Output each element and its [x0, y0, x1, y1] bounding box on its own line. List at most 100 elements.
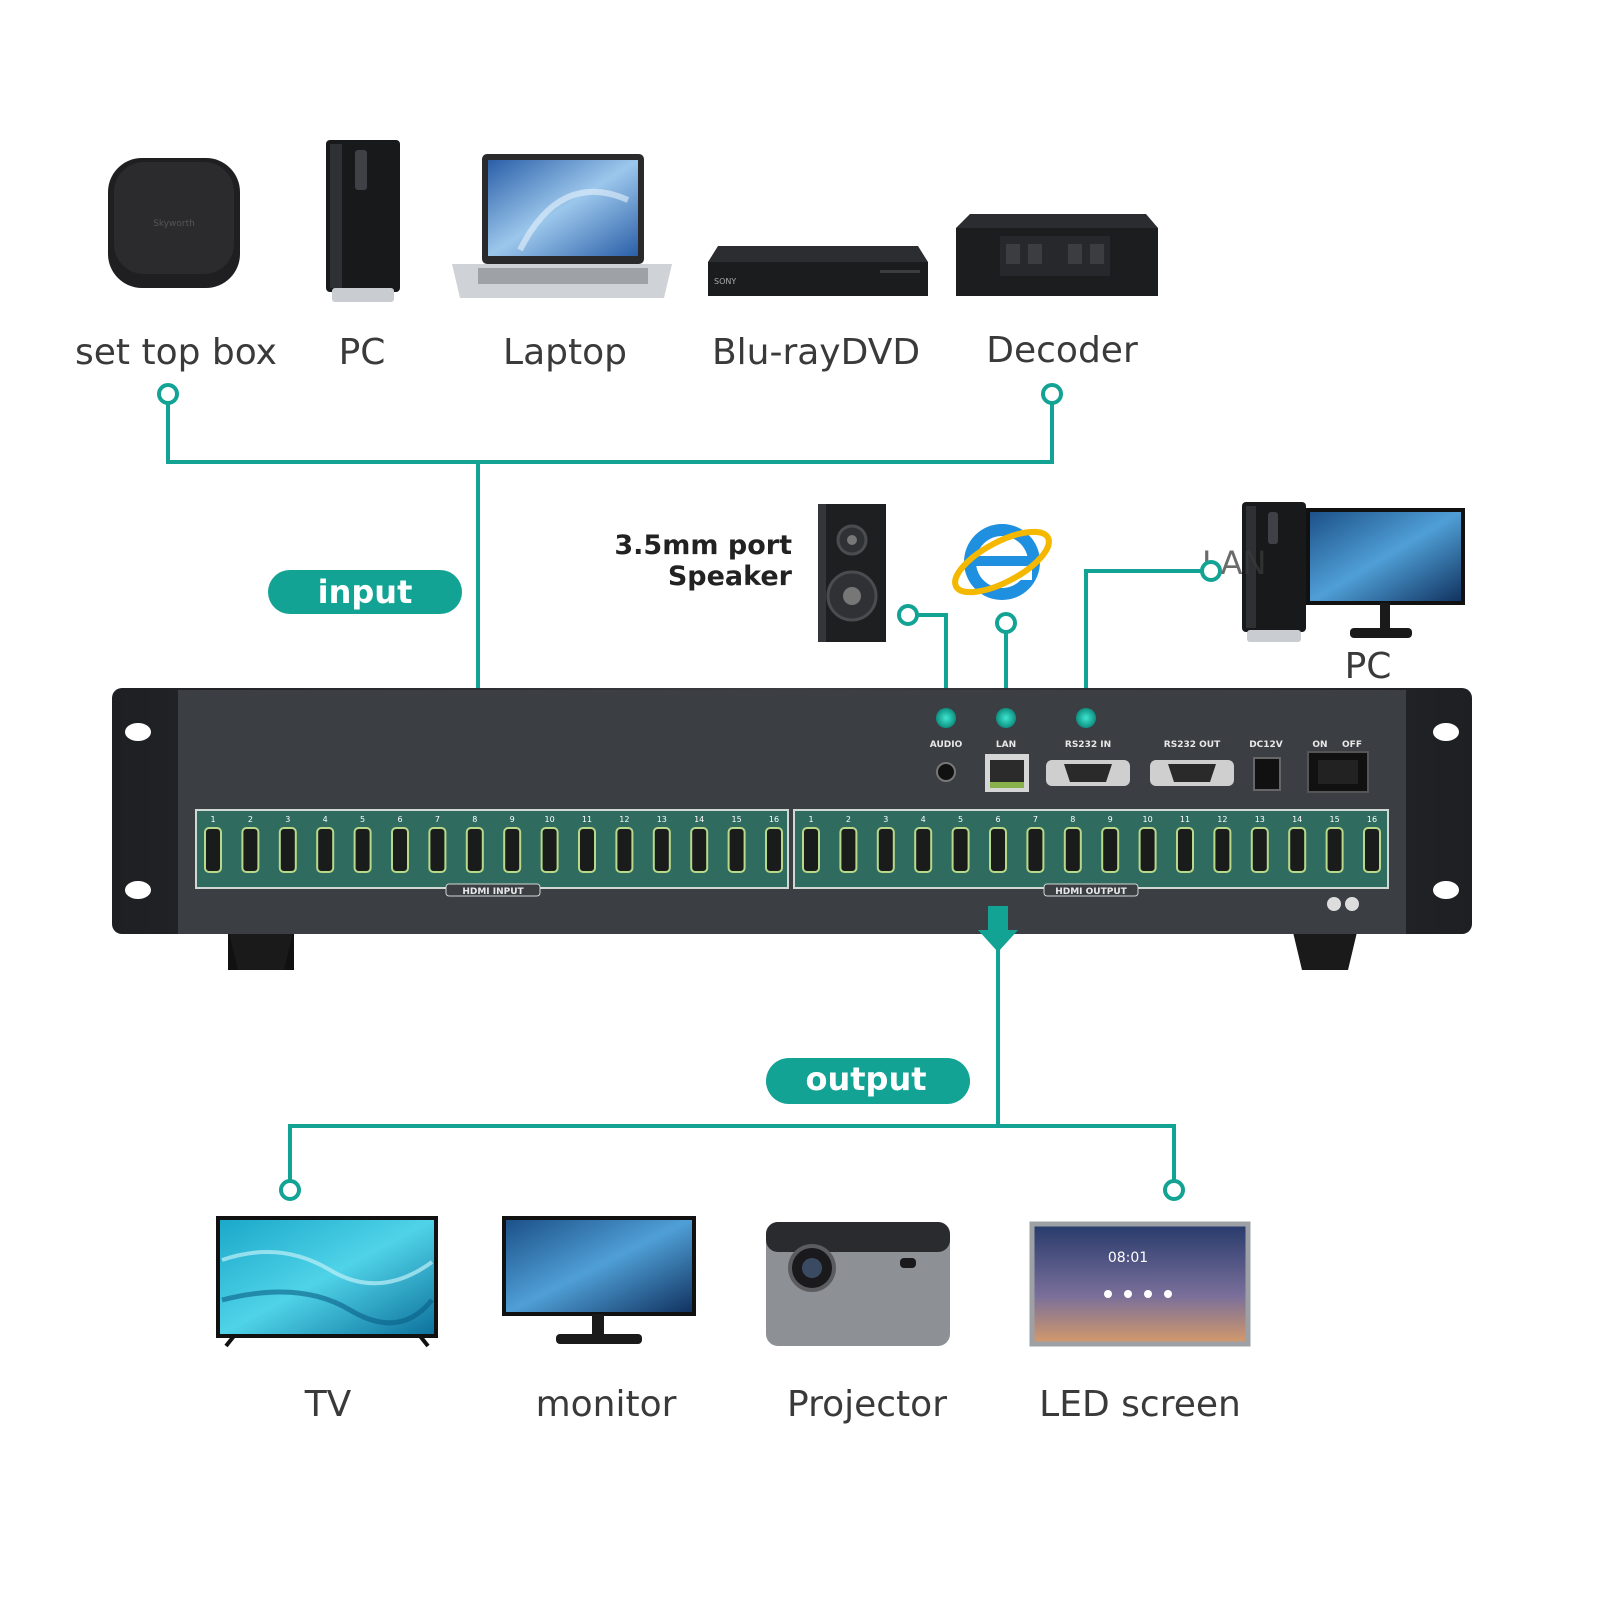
hdmi-input-port-number: 13	[657, 815, 667, 824]
pc-label: PC	[1345, 646, 1392, 687]
hdmi-output-port	[1363, 827, 1381, 873]
hdmi-output-port-number: 2	[846, 815, 851, 824]
hdmi-output-port	[951, 827, 970, 873]
hdmi-input-port-number: 11	[582, 815, 592, 824]
hdmi-output-port-number: 11	[1180, 815, 1190, 824]
hdmi-output-port-number: 6	[995, 815, 1000, 824]
output-label-tv: TV	[304, 1384, 352, 1425]
hdmi-input-port	[727, 827, 746, 873]
speaker-label-line2: Speaker	[668, 561, 793, 592]
rs232-in-connector	[1046, 760, 1130, 786]
hdmi-output-port	[876, 827, 895, 873]
rs232-in-port-indicator	[1076, 708, 1096, 728]
set-top-box-icon: Skyworth	[108, 158, 240, 288]
hdmi-input-port-number: 7	[435, 815, 440, 824]
rs232-in-label: RS232 IN	[1065, 740, 1111, 750]
hdmi-input-port	[204, 827, 222, 873]
input-label-decoder: Decoder	[986, 330, 1138, 371]
pc-with-monitor-icon	[1242, 502, 1465, 642]
hdmi-input-port-number: 16	[769, 815, 779, 824]
monitor-icon	[502, 1216, 696, 1344]
hdmi-output-tag: HDMI OUTPUT	[1043, 883, 1139, 897]
rs232-out-connector	[1150, 760, 1234, 786]
hdmi-input-port	[278, 827, 297, 873]
power-on-label: ON	[1312, 740, 1327, 750]
input-label-laptop: Laptop	[503, 332, 627, 373]
hdmi-output-port	[802, 827, 820, 873]
hdmi-output-port	[1288, 827, 1307, 873]
lan-port-indicator	[996, 708, 1016, 728]
hdmi-input-port-number: 4	[323, 815, 328, 824]
hdmi-input-port-number: 10	[545, 815, 555, 824]
hdmi-input-port	[503, 827, 522, 873]
hdmi-input-port	[353, 827, 372, 873]
hdmi-output-port	[839, 827, 858, 873]
speaker-label-line1: 3.5mm port	[614, 530, 792, 561]
hdmi-input-port	[540, 827, 559, 873]
hdmi-input-port	[241, 827, 260, 873]
hdmi-input-port-number: 2	[248, 815, 253, 824]
hdmi-input-port	[465, 827, 484, 873]
hdmi-output-port-number: 10	[1143, 815, 1153, 824]
hdmi-input-port-number: 3	[285, 815, 290, 824]
hdmi-output-port-number: 8	[1070, 815, 1075, 824]
laptop-icon	[452, 154, 672, 298]
audio-port-label: AUDIO	[930, 740, 963, 750]
output-label-led-screen: LED screen	[1039, 1384, 1241, 1425]
hdmi-input-port-number: 1	[210, 815, 215, 824]
hdmi-input-label: HDMI INPUT	[462, 887, 524, 897]
audio-port-indicator	[936, 708, 956, 728]
tv-icon	[216, 1216, 438, 1348]
hdmi-input-port-number: 12	[619, 815, 629, 824]
hdmi-output-port-number: 5	[958, 815, 963, 824]
hdmi-output-port	[1176, 827, 1194, 873]
hdmi-input-tag: HDMI INPUT	[445, 883, 541, 897]
power-switch	[1307, 751, 1369, 793]
hdmi-output-port	[989, 827, 1007, 873]
dc-power-jack	[1253, 757, 1281, 791]
hdmi-output-port-number: 13	[1255, 815, 1265, 824]
hdmi-input-port	[316, 827, 335, 873]
bluray-player-icon: SONY	[708, 246, 928, 296]
hdmi-output-port-number: 3	[883, 815, 888, 824]
peripheral-connector-lines	[897, 560, 1222, 716]
led-screen-icon: 08:01	[1029, 1221, 1251, 1347]
input-label-pc: PC	[339, 332, 386, 373]
hdmi-output-port-number: 9	[1108, 815, 1113, 824]
speaker-icon	[818, 504, 886, 642]
hdmi-output-port	[1325, 827, 1344, 873]
input-badge-text: input	[318, 573, 413, 611]
input-label-set-top-box: set top box	[75, 332, 277, 373]
hdmi-output-port-number: 12	[1217, 815, 1227, 824]
output-arrow-stem	[988, 906, 1008, 930]
hdmi-input-port	[765, 827, 783, 873]
hdmi-output-label: HDMI OUTPUT	[1055, 887, 1127, 897]
ground-screw-icon	[1327, 897, 1359, 911]
hdmi-output-port-number: 4	[921, 815, 926, 824]
hdmi-input-port	[578, 827, 596, 873]
hdmi-input-port	[690, 827, 709, 873]
rs232-out-label: RS232 OUT	[1164, 740, 1221, 750]
hdmi-input-port-number: 8	[472, 815, 477, 824]
dc-power-label: DC12V	[1249, 740, 1283, 750]
hdmi-output-port	[1101, 827, 1120, 873]
hdmi-input-port-number: 15	[732, 815, 742, 824]
hdmi-input-port	[391, 827, 409, 873]
hdmi-output-port-number: 7	[1033, 815, 1038, 824]
hdmi-input-port-number: 14	[694, 815, 704, 824]
input-badge: input	[268, 570, 462, 614]
power-off-label: OFF	[1342, 740, 1362, 750]
pc-tower-icon	[326, 140, 400, 302]
hdmi-output-port	[914, 827, 933, 873]
hdmi-input-port	[652, 827, 671, 873]
output-label-monitor: monitor	[536, 1384, 677, 1425]
hdmi-matrix-device: AUDIO LAN RS232 IN RS232 OUT DC12V ON OF…	[112, 688, 1472, 970]
svg-text:SONY: SONY	[714, 277, 736, 286]
hdmi-input-port-number: 9	[510, 815, 515, 824]
hdmi-output-port-number: 1	[808, 815, 813, 824]
output-label-projector: Projector	[787, 1384, 947, 1425]
projector-icon	[766, 1222, 950, 1346]
hdmi-output-port-number: 14	[1292, 815, 1302, 824]
hdmi-output-port	[1250, 827, 1269, 873]
